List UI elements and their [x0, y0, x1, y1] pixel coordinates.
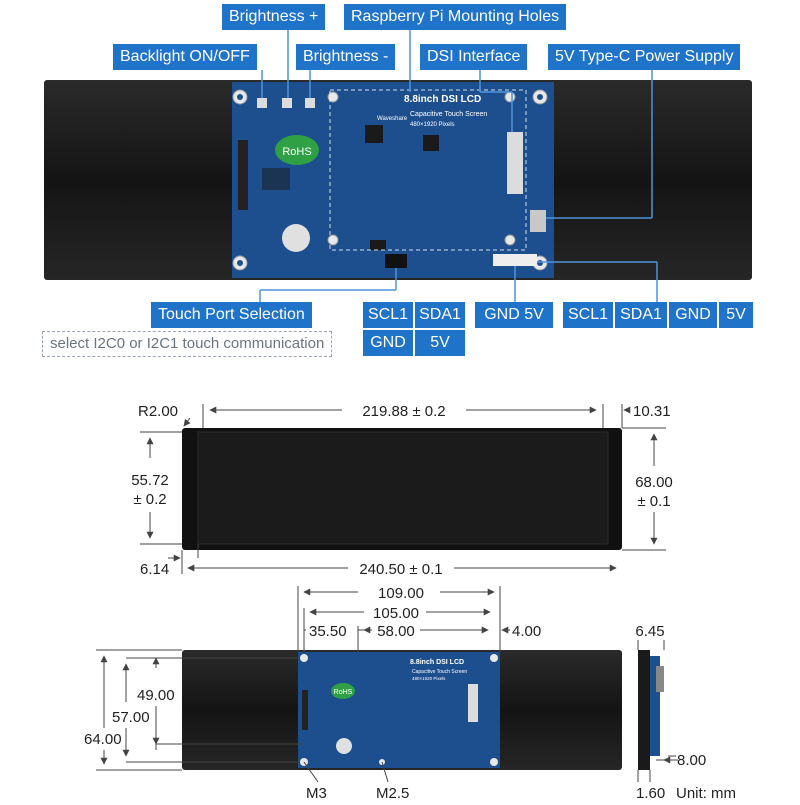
dim-64: 64.00 [84, 731, 122, 748]
rohs-logo [275, 135, 319, 165]
dim-left-margin: 6.14 [140, 561, 169, 578]
pin-left-sda1: SDA1 [415, 302, 465, 328]
dim-radius: R2.00 [138, 403, 178, 420]
dim-1-6: 1.60 [636, 785, 665, 800]
dim-58: 58.00 [377, 623, 415, 640]
touch-header [493, 254, 537, 266]
callout-brightness-minus: Brightness - [296, 44, 396, 70]
dim-active-width: 219.88 ± 0.2 [362, 403, 445, 420]
dim-109: 109.00 [378, 585, 424, 602]
label-m3: M3 [306, 785, 327, 800]
back-board-title: 8.8inch DSI LCD [410, 659, 464, 666]
callout-dsi: DSI Interface [420, 44, 528, 70]
pin-right-scl1: SCL1 [563, 302, 613, 328]
dim-right-margin: 10.31 [633, 403, 671, 420]
leader-lines [259, 30, 658, 302]
rpi-hole-region [329, 89, 527, 251]
back-view: RoHS 8.8inch DSI LCD Capacitive Touch Sc… [84, 585, 622, 802]
touch-note: select I2C0 or I2C1 touch communication [42, 331, 333, 357]
back-board-subtitle: Capacitive Touch Screen [412, 669, 467, 675]
dim-8: 8.00 [677, 752, 706, 769]
front-dims [140, 404, 666, 574]
callout-touch-port: Touch Port Selection [151, 302, 312, 328]
active-area [197, 431, 609, 545]
pin-left-gnd: GND [363, 330, 413, 356]
dim-total-height: 68.00 [635, 474, 673, 491]
back-dims [96, 586, 510, 783]
pin-right-5v: 5V [719, 302, 753, 328]
dim-active-height-tol: ± 0.2 [133, 491, 166, 508]
dim-total-height-tol: ± 0.1 [637, 493, 670, 510]
pin-right-sda1: SDA1 [615, 302, 667, 328]
dim-49: 49.00 [137, 687, 175, 704]
pin-left-5v: 5V [415, 330, 465, 356]
dim-35-5: 35.50 [309, 623, 347, 640]
side-panel [638, 650, 650, 770]
board-pixels: 480×1920 Pixels [410, 122, 455, 128]
chip-icon [365, 125, 383, 143]
callout-rpi-holes: Raspberry Pi Mounting Holes [344, 4, 567, 30]
buttons [257, 98, 315, 108]
unit-label: Unit: mm [676, 785, 736, 800]
dim-105: 105.00 [373, 605, 419, 622]
board-brand: Waveshare [377, 116, 408, 122]
board-title: 8.8inch DSI LCD [404, 94, 481, 105]
usb-c-port [530, 210, 546, 232]
callout-brightness-plus: Brightness + [222, 4, 326, 30]
pin-left-scl1: SCL1 [363, 302, 413, 328]
jumper-header [385, 254, 407, 268]
ribbon-connector [238, 140, 248, 210]
pin-mid-gnd-5v: GND 5V [475, 302, 553, 328]
dim-total-width: 240.50 ± 0.1 [359, 561, 442, 578]
dim-active-height: 55.72 [131, 472, 169, 489]
back-rohs-text: RoHS [334, 689, 353, 696]
back-pcb [298, 652, 500, 768]
side-dims [637, 640, 678, 782]
label-m2-5: M2.5 [376, 785, 409, 800]
qc-sticker [282, 224, 310, 252]
front-view: R2.00 219.88 ± 0.2 10.31 55.72 ± 0.2 68.… [131, 403, 673, 578]
dsi-connector [507, 132, 523, 194]
callout-backlight: Backlight ON/OFF [113, 44, 257, 70]
back-board-pixels: 480×1920 Pixels [412, 676, 446, 681]
callout-power: 5V Type-C Power Supply [548, 44, 741, 70]
dim-4: 4.00 [512, 623, 541, 640]
side-pcb [650, 656, 660, 756]
dim-thickness: 6.45 [635, 623, 664, 640]
dim-57: 57.00 [112, 709, 150, 726]
board-subtitle: Capacitive Touch Screen [410, 111, 487, 118]
top-back-view: RoHS 8.8inch DSI LCD Capacitive Touch Sc… [44, 30, 752, 302]
pin-right-gnd: GND [669, 302, 717, 328]
side-view: 6.45 8.00 1.60 Unit: mm [635, 623, 736, 802]
rohs-text: RoHS [282, 146, 311, 158]
